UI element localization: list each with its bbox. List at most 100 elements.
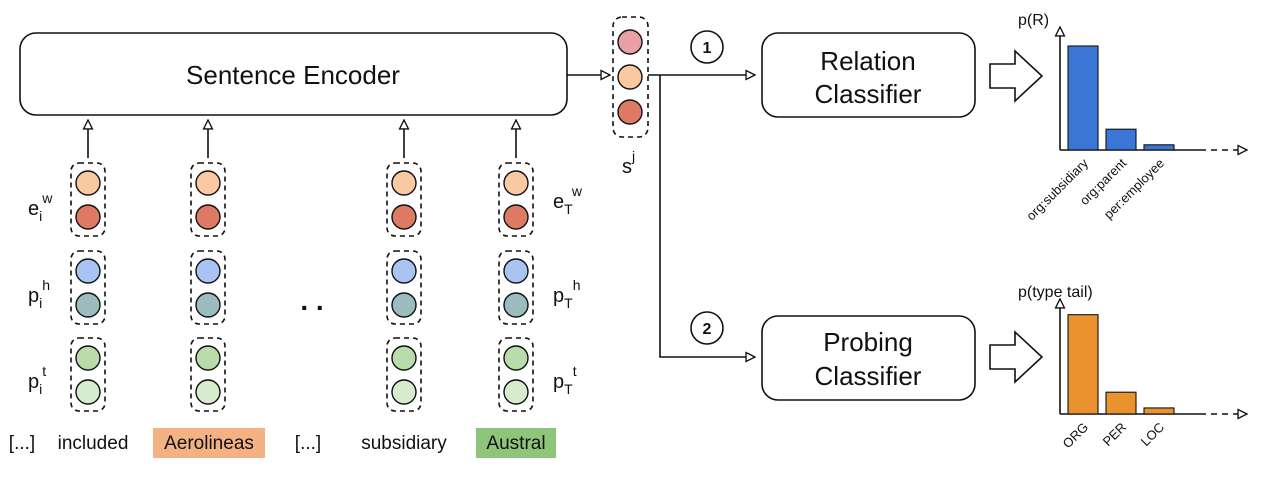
head-position-label-right: pTh (553, 277, 580, 311)
probing-output-block-arrow (989, 330, 1044, 384)
token-column-included (70, 120, 106, 412)
tail-position-group-outline (498, 337, 534, 412)
tail-position-top-circle (75, 345, 101, 371)
token-1: included (58, 433, 129, 454)
tail-position-top-circle (195, 345, 221, 371)
x-tick-label: ORG (1060, 420, 1092, 452)
head-position-top-circle (195, 258, 221, 284)
svg-text:2: 2 (703, 321, 712, 338)
bar-org (1067, 314, 1099, 415)
probing-classifier-box: Probing Classifier (761, 315, 976, 401)
bar-org-parent (1105, 128, 1137, 151)
sentence-representation-label: sj (622, 148, 635, 178)
head-position-group-outline (498, 250, 534, 325)
token-text: Aerolineas (164, 433, 254, 454)
x-tick-label: LOC (1138, 420, 1168, 450)
word-embedding-group-outline (498, 162, 534, 237)
token-text: [...] (9, 433, 35, 454)
y-axis-label: p(R) (1018, 12, 1049, 29)
token-4: subsidiary (361, 433, 447, 454)
token-2: Aerolineas (153, 428, 265, 458)
bar-per-employee (1143, 144, 1175, 151)
token-highlight (475, 428, 557, 458)
bar-per (1105, 391, 1137, 415)
step-badge-1: 1 (690, 30, 724, 64)
token-text: [...] (295, 433, 321, 454)
y-axis-label: p(type tail) (1018, 284, 1093, 301)
head-position-top-circle (75, 258, 101, 284)
tail-position-group-outline (190, 337, 226, 412)
token-column-austral (498, 120, 534, 412)
bar-loc (1143, 407, 1175, 415)
head-position-bottom-circle (503, 292, 529, 318)
tail-position-bottom-circle (391, 379, 417, 405)
sentence-vector-top-circle (617, 29, 643, 55)
tail-position-group-outline (70, 337, 106, 412)
x-tick-label: PER (1100, 420, 1130, 450)
probing-classifier-label-line1: Probing (823, 327, 913, 357)
token-column-subsidiary (386, 120, 422, 412)
token-column-aerolineas (190, 120, 226, 412)
word-embedding-bottom-circle (391, 204, 417, 230)
relation-classifier-label-line1: Relation (820, 46, 915, 76)
word-embedding-top-circle (195, 170, 221, 196)
relation-output-block-arrow (989, 49, 1044, 103)
tail-position-label-left: pit (28, 363, 46, 397)
svg-text:1: 1 (703, 40, 712, 57)
word-embedding-bottom-circle (75, 204, 101, 230)
word-embedding-top-circle (503, 170, 529, 196)
probing-classifier-label-line2: Classifier (815, 361, 922, 391)
head-position-group-outline (70, 250, 106, 325)
head-position-bottom-circle (195, 292, 221, 318)
word-embedding-bottom-circle (195, 204, 221, 230)
relation-classifier-label-line2: Classifier (815, 79, 922, 109)
sentence-representation: sj (612, 16, 649, 178)
head-position-bottom-circle (391, 292, 417, 318)
token-text: Austral (486, 433, 545, 454)
token-columns (70, 120, 534, 412)
tail-position-bottom-circle (195, 379, 221, 405)
sentence-encoder-box: Sentence Encoder (19, 32, 568, 116)
head-position-top-circle (391, 258, 417, 284)
token-row: [...] included Aerolineas [...] subsidiary Au… (9, 428, 557, 458)
bar-org-subsidiary (1067, 45, 1099, 151)
token-text: subsidiary (361, 433, 447, 454)
word-embedding-group-outline (386, 162, 422, 237)
sentence-to-probing-arrow (659, 75, 755, 357)
head-position-label-left: pih (28, 277, 50, 311)
word-embedding-top-circle (391, 170, 417, 196)
relation-classifier-box: Relation Classifier (761, 32, 976, 118)
tail-position-label-right: pTt (553, 363, 577, 397)
head-position-group-outline (386, 250, 422, 325)
word-embedding-bottom-circle (503, 204, 529, 230)
word-embedding-top-circle (75, 170, 101, 196)
step-badge-2: 2 (690, 311, 724, 345)
sentence-encoder-label: Sentence Encoder (186, 60, 400, 90)
tail-position-group-outline (386, 337, 422, 412)
sentence-vector-mid-circle (617, 64, 643, 90)
head-position-top-circle (503, 258, 529, 284)
x-tick-label: org:subsidiary (1023, 155, 1091, 223)
head-position-bottom-circle (75, 292, 101, 318)
token-5: Austral (475, 428, 557, 458)
tail-position-bottom-circle (75, 379, 101, 405)
tail-position-bottom-circle (503, 379, 529, 405)
token-3: [...] (295, 433, 321, 454)
type-probability-chart: p(type tail) ORG PER LOC (1018, 284, 1247, 451)
tail-position-top-circle (391, 345, 417, 371)
head-position-group-outline (190, 250, 226, 325)
row-labels-right: eTw pTh pTt (553, 183, 583, 397)
token-0: [...] (9, 433, 35, 454)
word-embedding-group-outline (70, 162, 106, 237)
row-labels-left: eiw pih pit (28, 190, 53, 397)
tail-position-top-circle (503, 345, 529, 371)
sentence-vector-bottom-circle (617, 99, 643, 125)
word-embedding-label-left: eiw (28, 190, 53, 224)
word-embedding-group-outline (190, 162, 226, 237)
word-embedding-label-right: eTw (553, 183, 583, 217)
token-highlight (153, 428, 265, 458)
columns-ellipsis: . . (300, 285, 323, 316)
token-text: included (58, 433, 129, 454)
